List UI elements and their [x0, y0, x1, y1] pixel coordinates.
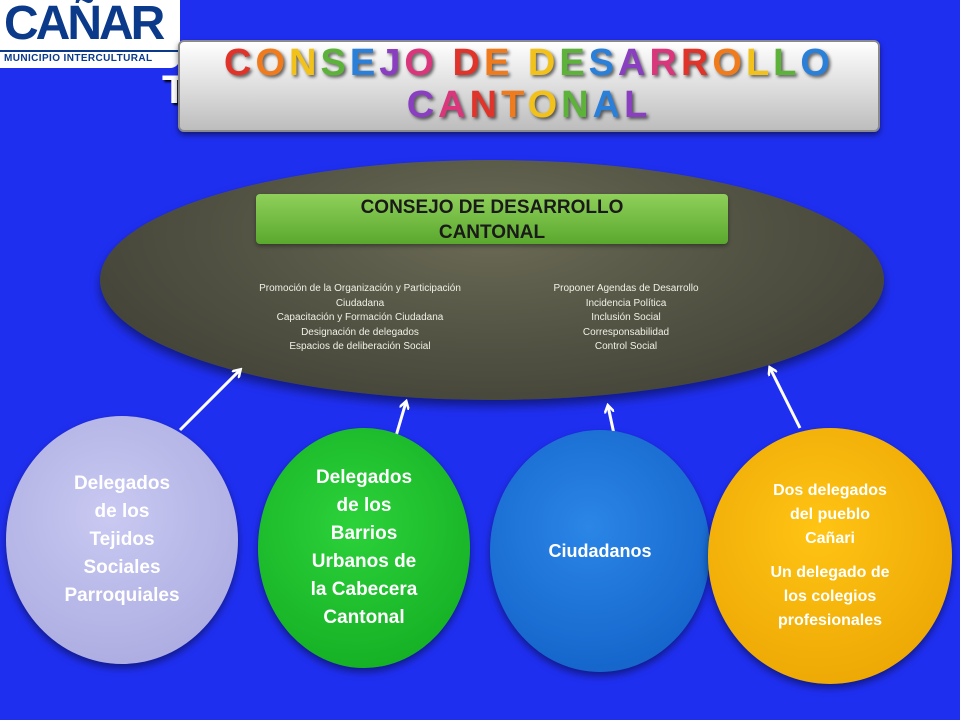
- logo-divider: [0, 50, 180, 52]
- group-text: de los: [94, 501, 150, 522]
- group-text: Parroquiales: [64, 585, 180, 606]
- group-urban-neighborhood-delegates: Delegados de los Barrios Urbanos de la C…: [258, 428, 470, 668]
- logo-subtitle: MUNICIPIO INTERCULTURAL: [4, 53, 153, 64]
- group-text: la Cabecera: [310, 579, 418, 600]
- title-banner: CONSEJO DE DESARROLLO CANTONAL: [178, 40, 880, 132]
- arrow-1: [178, 370, 240, 432]
- municipality-logo: CAÑAR MUNICIPIO INTERCULTURAL: [0, 0, 180, 68]
- council-heading-line-1: CONSEJO DE DESARROLLO: [360, 197, 624, 218]
- council-heading: CONSEJO DE DESARROLLO CANTONAL: [256, 194, 728, 244]
- group-text: Urbanos de: [311, 551, 417, 572]
- council-functions-left: Promoción de la Organización y Participa…: [240, 282, 480, 355]
- list-item: Control Social: [594, 341, 658, 352]
- list-item: Inclusión Social: [591, 312, 661, 323]
- council-functions-right: Proponer Agendas de Desarrollo Incidenci…: [528, 282, 724, 355]
- arrow-4: [770, 368, 802, 429]
- title-line-2: CANTONAL: [406, 84, 652, 126]
- group-text: Sociales: [83, 557, 161, 578]
- list-item: Espacios de deliberación Social: [289, 341, 431, 352]
- list-item: Ciudadana: [335, 297, 385, 309]
- group-text: Barrios: [330, 523, 398, 544]
- arrow-2: [394, 402, 406, 437]
- group-text: Un delegado de: [770, 564, 890, 581]
- group-text: Ciudadanos: [548, 540, 652, 561]
- group-canari-and-colleges: Dos delegados del pueblo Cañari Un deleg…: [708, 428, 952, 684]
- group-text: Tejidos: [89, 529, 155, 550]
- title-line-1: CONSEJO DE DESARROLLO: [224, 42, 834, 84]
- group-text: de los: [336, 495, 392, 516]
- group-parish-delegates: Delegados de los Tejidos Sociales Parroq…: [6, 416, 238, 664]
- list-item: Designación de delegados: [301, 326, 419, 338]
- group-text: Cañari: [805, 530, 855, 547]
- list-item: Incidencia Política: [585, 297, 667, 309]
- group-text: Delegados: [315, 467, 413, 488]
- list-item: Proponer Agendas de Desarrollo: [553, 283, 699, 294]
- group-text: del pueblo: [790, 506, 870, 523]
- group-text: profesionales: [777, 612, 883, 629]
- group-text: Cantonal: [323, 607, 405, 628]
- list-item: Promoción de la Organización y Participa…: [259, 283, 461, 294]
- group-citizens: Ciudadanos: [490, 430, 710, 672]
- group-text: Delegados: [73, 473, 171, 494]
- group-text: los colegios: [783, 588, 877, 605]
- list-item: Corresponsabilidad: [582, 326, 670, 338]
- list-item: Capacitación y Formación Ciudadana: [276, 312, 444, 323]
- arrow-3: [608, 406, 616, 435]
- council-heading-line-2: CANTONAL: [438, 222, 546, 243]
- group-text: Dos delegados: [773, 482, 887, 499]
- logo-wordmark: CAÑAR: [4, 0, 165, 50]
